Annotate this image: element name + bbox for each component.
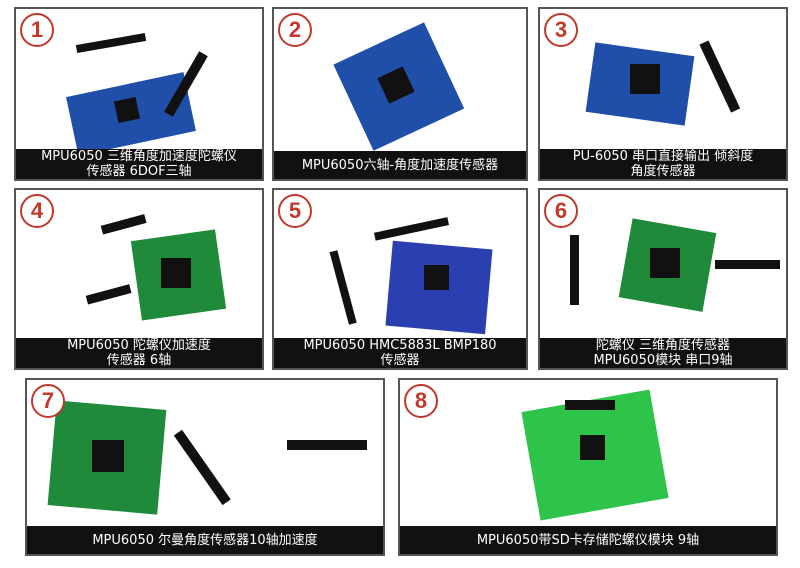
product-card-6[interactable]: 6 陀螺仪 三维角度传感器 MPU6050模块 串口9轴 bbox=[538, 188, 788, 370]
product-card-4[interactable]: 4 MPU6050 陀螺仪加速度 传感器 6轴 bbox=[14, 188, 264, 370]
product-card-3[interactable]: 3 PU-6050 串口直接输出 倾斜度 角度传感器 bbox=[538, 7, 788, 181]
product-number-badge: 5 bbox=[278, 194, 312, 228]
product-caption: MPU6050 尔曼角度传感器10轴加速度 bbox=[27, 526, 383, 554]
product-number-badge: 7 bbox=[31, 384, 65, 418]
product-caption: MPU6050带SD卡存储陀螺仪模块 9轴 bbox=[400, 526, 776, 554]
product-card-1[interactable]: 1 MPU6050 三维角度加速度陀螺仪 传感器 6DOF三轴 bbox=[14, 7, 264, 181]
product-number-badge: 8 bbox=[404, 384, 438, 418]
product-card-5[interactable]: 5 MPU6050 HMC5883L BMP180 传感器 bbox=[272, 188, 528, 370]
gy521-blue-board-image bbox=[333, 22, 465, 151]
product-caption: 陀螺仪 三维角度传感器 MPU6050模块 串口9轴 bbox=[540, 338, 786, 368]
product-card-7[interactable]: 7 MPU6050 尔曼角度传感器10轴加速度 bbox=[25, 378, 385, 556]
product-card-2[interactable]: 2 MPU6050六轴-角度加速度传感器 bbox=[272, 7, 528, 181]
product-number-badge: 3 bbox=[544, 13, 578, 47]
serial-9axis-green-board-image bbox=[570, 218, 780, 312]
sd-card-9axis-green-board-image bbox=[521, 389, 669, 521]
product-number-badge: 1 bbox=[20, 13, 54, 47]
10axis-green-board-image bbox=[47, 400, 367, 515]
gy87-blue-board-image bbox=[329, 217, 493, 335]
product-caption: MPU6050 三维角度加速度陀螺仪 传感器 6DOF三轴 bbox=[16, 149, 262, 179]
product-caption: MPU6050 HMC5883L BMP180 传感器 bbox=[274, 338, 526, 368]
mpu6050-blue-board-image bbox=[66, 32, 208, 156]
product-number-badge: 2 bbox=[278, 13, 312, 47]
mpu6050-green-board-image bbox=[85, 214, 227, 321]
product-caption: MPU6050 陀螺仪加速度 传感器 6轴 bbox=[16, 338, 262, 368]
pu6050-blue-board-image bbox=[585, 40, 741, 126]
product-caption: MPU6050六轴-角度加速度传感器 bbox=[274, 151, 526, 179]
product-card-8[interactable]: 8 MPU6050带SD卡存储陀螺仪模块 9轴 bbox=[398, 378, 778, 556]
product-number-badge: 4 bbox=[20, 194, 54, 228]
product-number-badge: 6 bbox=[544, 194, 578, 228]
product-caption: PU-6050 串口直接输出 倾斜度 角度传感器 bbox=[540, 149, 786, 179]
